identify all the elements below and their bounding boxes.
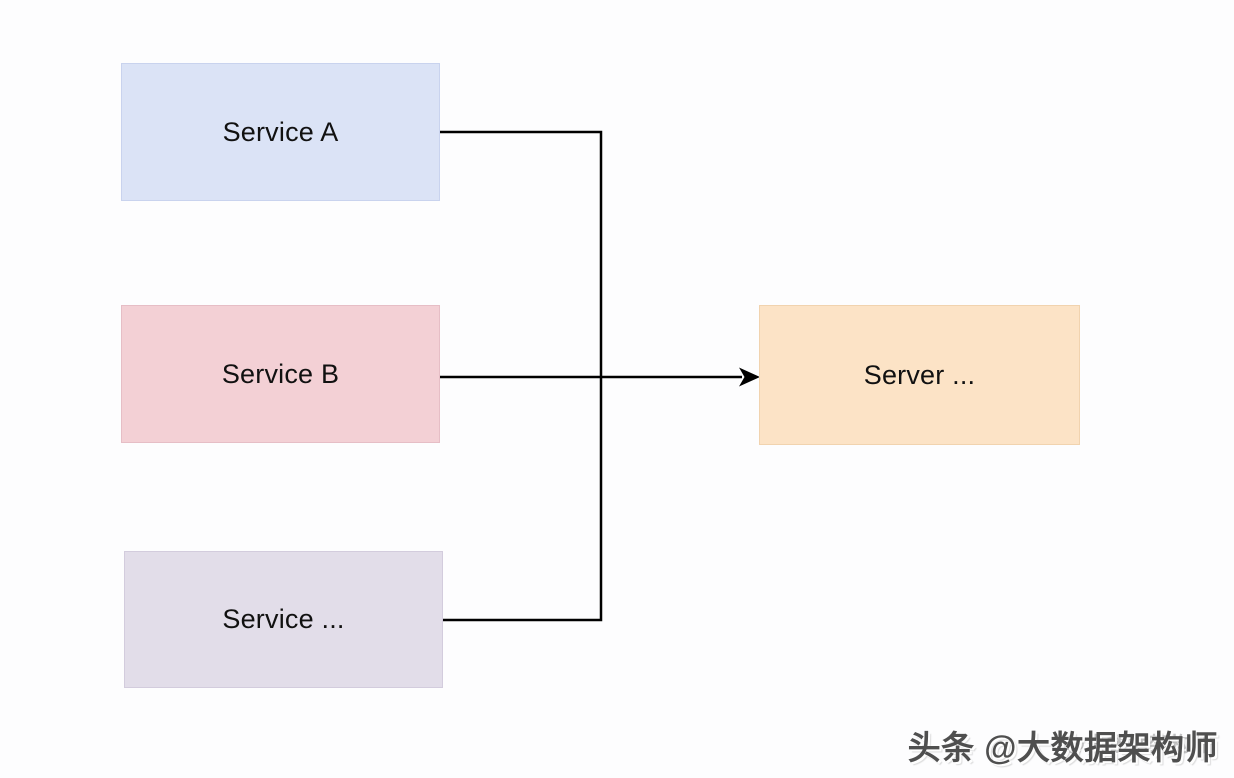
node-service-etc-label: Service ... [222, 604, 345, 634]
node-service-b-label: Service B [221, 358, 340, 389]
watermark-text: 头条 @大数据架构师 [907, 729, 1218, 766]
watermark-ghost-text: @大数据架构师 [1065, 734, 1212, 756]
node-service-etc: Service ... [124, 551, 443, 688]
node-server-label: Server ... [863, 359, 976, 390]
edge-merge-trunk [440, 130, 603, 622]
node-server: Server ... [759, 305, 1080, 445]
node-service-a: Service A [121, 63, 440, 201]
arrowhead-icon [739, 367, 760, 387]
node-service-b: Service B [121, 305, 440, 443]
node-service-a-label: Service A [222, 116, 339, 147]
watermark: @大数据架构师 头条 @大数据架构师 [908, 721, 1218, 766]
